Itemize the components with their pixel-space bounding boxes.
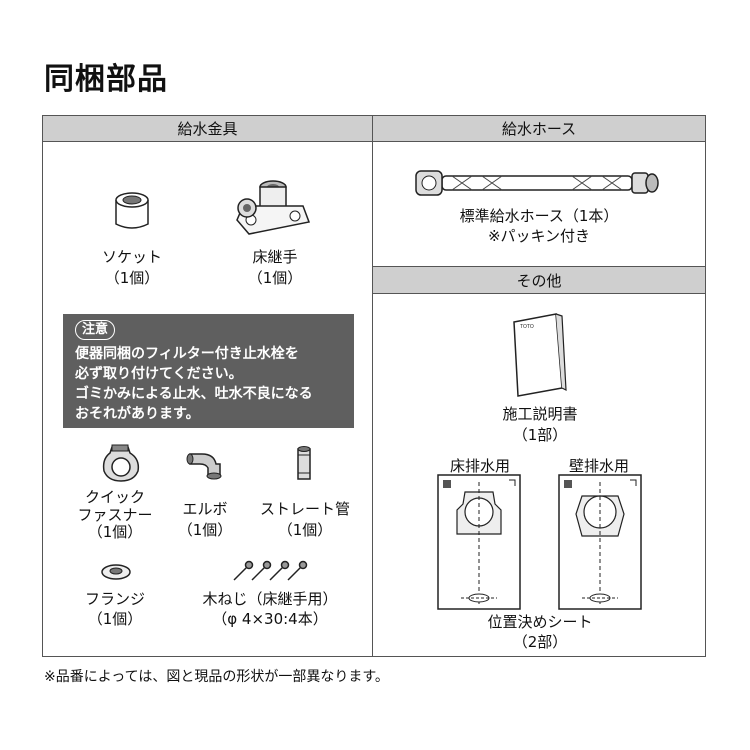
floor-joint-icon [236,180,311,235]
wood-screws-icon [233,560,308,581]
straight-pipe-icon [297,446,311,480]
sheet-wall-name: 壁排水用 [568,457,629,475]
flange-icon [101,564,131,580]
caution-badge: 注意 [75,320,116,340]
floor-joint-name: 床継手 [252,248,298,266]
straight-pipe-name: ストレート管 [259,500,350,518]
elbow-name: エルボ [182,500,228,518]
water-hose-icon [415,170,659,196]
quick-fastener-qty: （1個） [87,523,143,541]
quick-fastener-name: ファスナー [77,506,153,524]
section-header-other: その他 [373,266,705,294]
flange-qty: （1個） [87,610,143,628]
footnote: ※品番によっては、図と現品の形状が一部異なります。 [44,669,389,685]
hose-note: ※パッキン付き [487,227,591,245]
manual-booklet-icon: TOTO [513,313,567,397]
socket-icon [115,192,149,229]
section-header-fittings: 給水金具 [43,116,372,142]
floor-drain-sheet-icon [437,474,521,610]
parts-table [42,115,706,657]
quick-fastener-name: クイック [84,488,145,506]
straight-pipe-qty: （1個） [277,521,333,539]
manual-name: 施工説明書 [502,405,578,423]
elbow-icon [186,453,222,480]
sheet-name: 位置決めシート [487,613,593,631]
caution-line: 必ず取り付けてください。 [75,366,243,382]
flange-name: フランジ [84,590,145,608]
hose-name: 標準給水ホース（1本） [459,207,619,225]
sheet-floor-name: 床排水用 [449,457,510,475]
wall-drain-sheet-icon [558,474,642,610]
page-title: 同梱部品 [44,62,168,97]
caution-notice: 注意 便器同梱のフィルター付き止水栓を 必ず取り付けてください。 ゴミかみによる… [63,314,354,428]
caution-line: おそれがあります。 [75,406,200,422]
manual-brand: TOTO [520,324,534,330]
caution-text: 便器同梱のフィルター付き止水栓を 必ず取り付けてください。 ゴミかみによる止水、… [75,344,350,424]
socket-name: ソケット [101,248,162,266]
socket-qty: （1個） [104,269,160,287]
floor-joint-qty: （1個） [247,269,303,287]
caution-line: ゴミかみによる止水、吐水不良になる [75,386,313,402]
elbow-qty: （1個） [177,521,233,539]
caution-line: 便器同梱のフィルター付き止水栓を [75,346,299,362]
wood-screw-name: 木ねじ（床継手用） [202,590,338,608]
quick-fastener-icon [102,444,140,482]
column-divider [372,115,373,657]
manual-qty: （1部） [512,426,568,444]
sheet-qty: （2部） [512,633,568,651]
wood-screw-qty: （φ 4×30:4本） [212,610,328,628]
section-header-hose: 給水ホース [373,116,705,142]
